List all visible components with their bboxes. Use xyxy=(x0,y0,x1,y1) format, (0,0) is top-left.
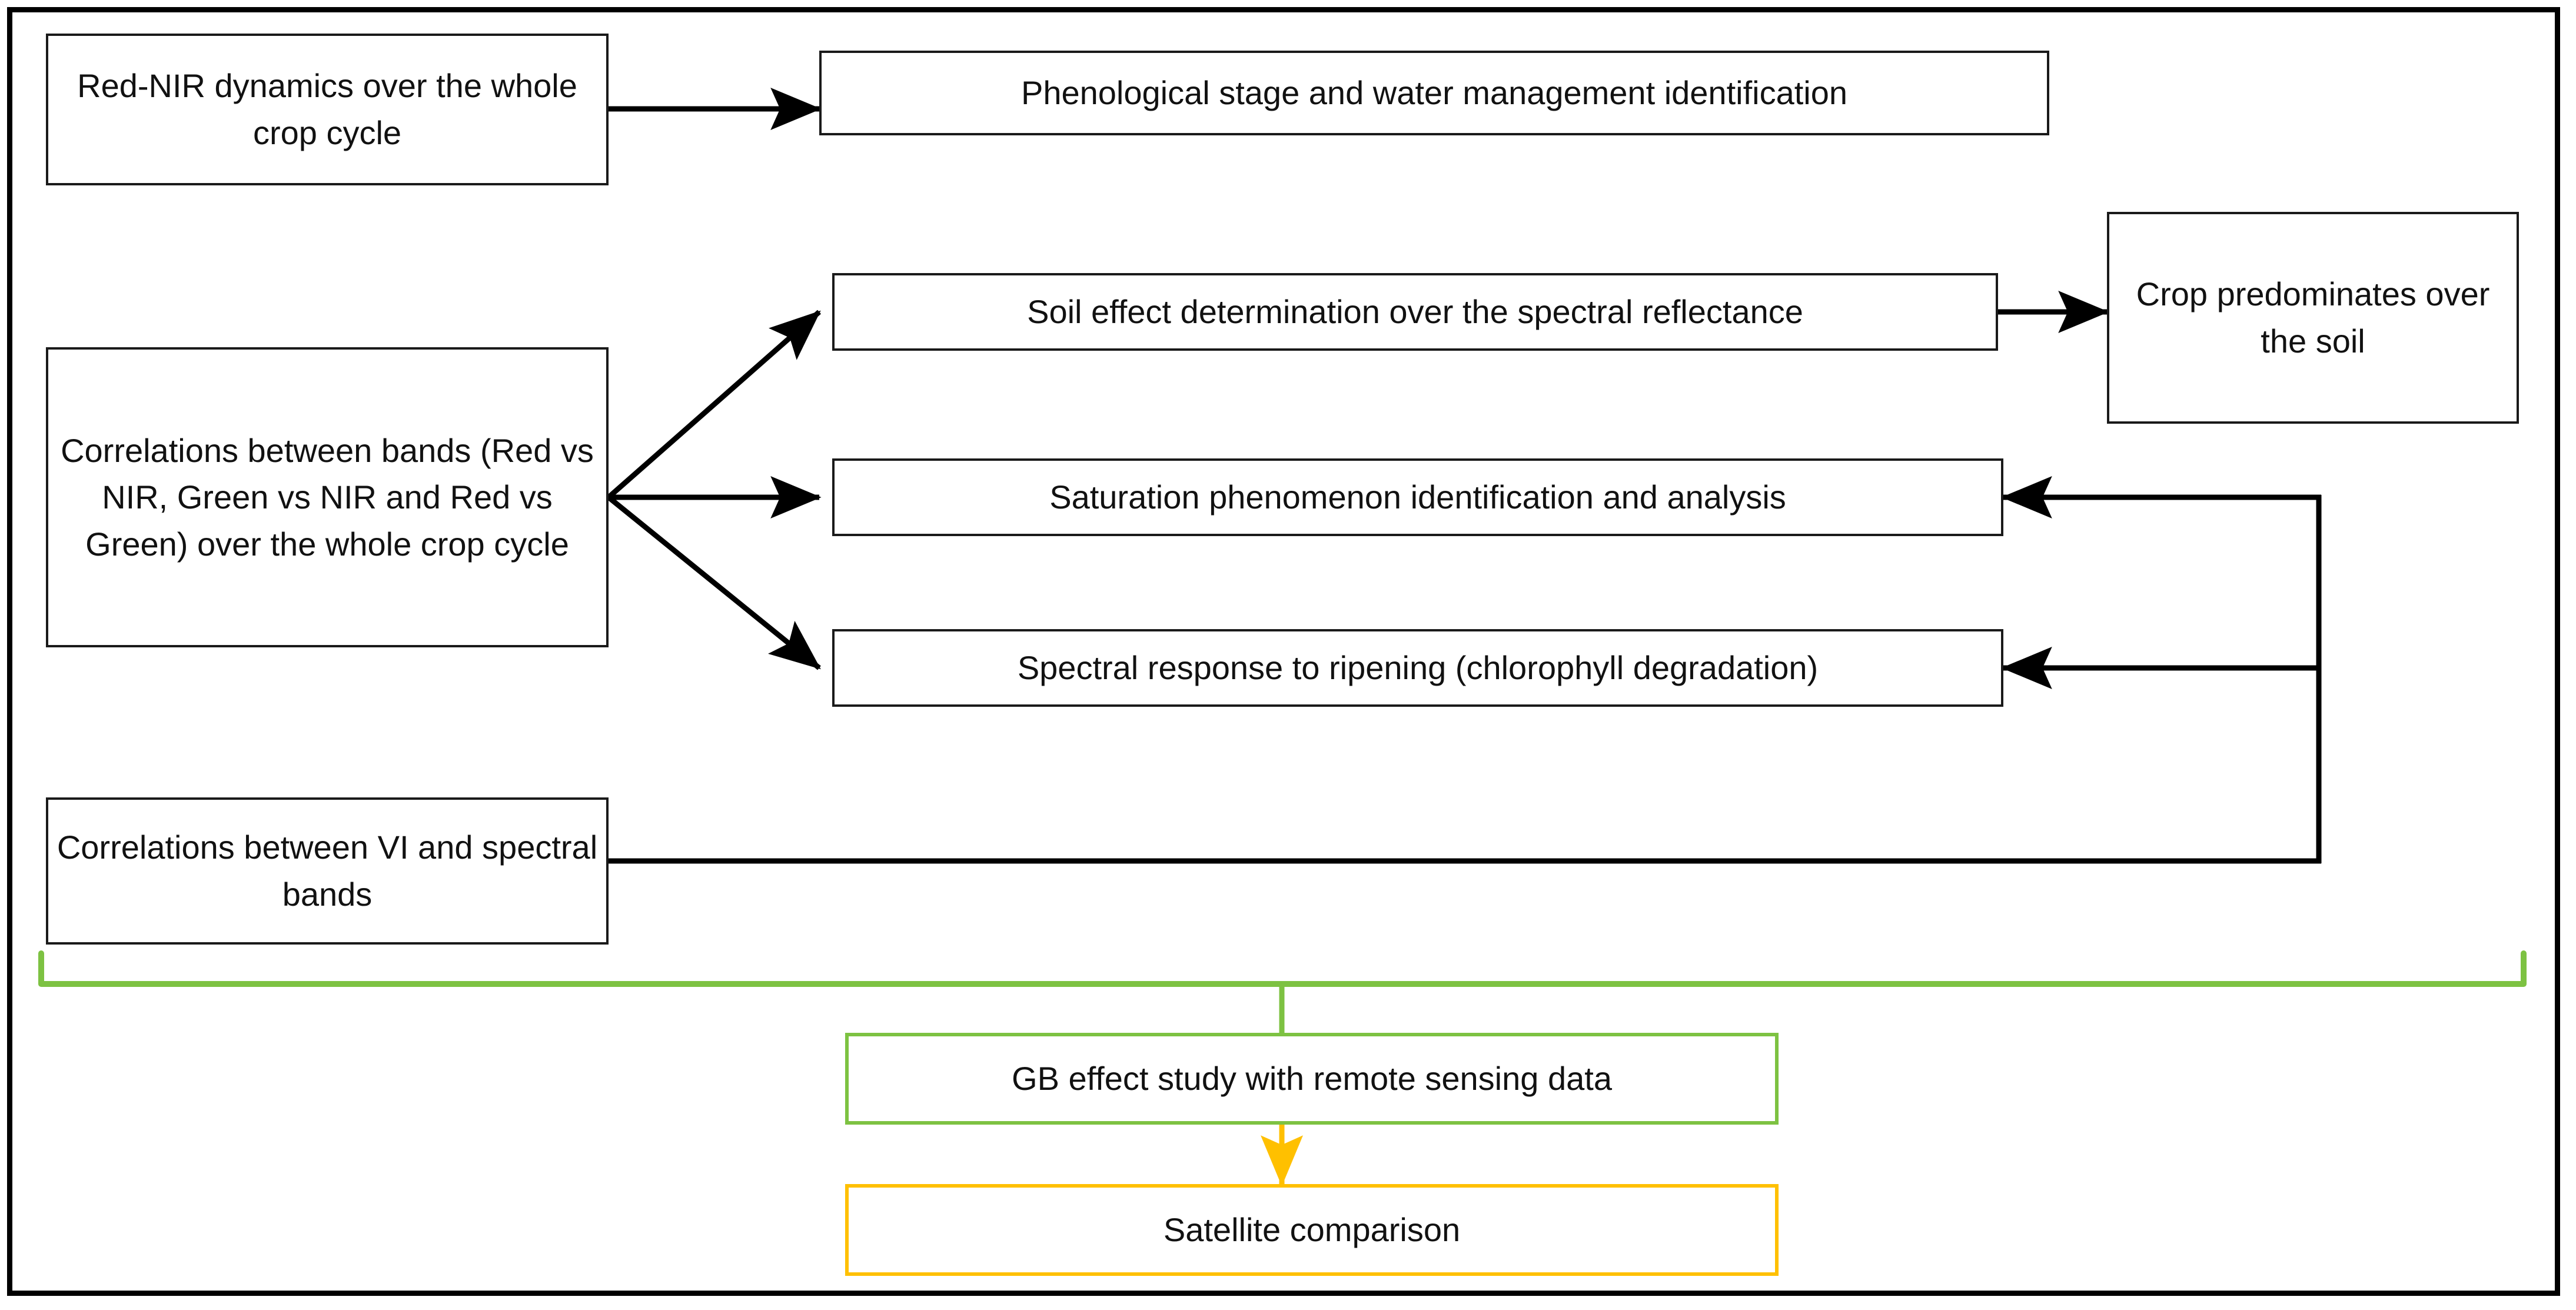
node-label: Phenological stage and water management … xyxy=(1021,74,1848,112)
node-label: Crop predominates over the soil xyxy=(2136,275,2490,360)
node-label: Satellite comparison xyxy=(1163,1211,1461,1249)
node-red-nir-dynamics[interactable]: Red-NIR dynamics over the whole crop cyc… xyxy=(46,34,609,185)
node-label: Soil effect determination over the spect… xyxy=(1027,293,1803,331)
node-saturation-phenomenon[interactable]: Saturation phenomenon identification and… xyxy=(832,458,2003,536)
node-satellite-comparison[interactable]: Satellite comparison xyxy=(845,1184,1779,1276)
node-correlations-vi-bands[interactable]: Correlations between VI and spectral ban… xyxy=(46,797,609,945)
node-soil-effect-determination[interactable]: Soil effect determination over the spect… xyxy=(832,273,1998,351)
node-label: Saturation phenomenon identification and… xyxy=(1049,478,1786,516)
node-crop-predominates[interactable]: Crop predominates over the soil xyxy=(2107,212,2519,424)
node-spectral-response-ripening[interactable]: Spectral response to ripening (chlorophy… xyxy=(832,629,2003,707)
node-label: Correlations between VI and spectral ban… xyxy=(56,829,598,913)
node-label: Red-NIR dynamics over the whole crop cyc… xyxy=(77,67,577,151)
node-gb-effect-study[interactable]: GB effect study with remote sensing data xyxy=(845,1033,1779,1125)
node-label: GB effect study with remote sensing data xyxy=(1012,1060,1612,1098)
node-label: Correlations between bands (Red vs NIR, … xyxy=(61,431,594,563)
node-phenological-stage[interactable]: Phenological stage and water management … xyxy=(819,51,2049,135)
node-correlations-between-bands[interactable]: Correlations between bands (Red vs NIR, … xyxy=(46,347,609,647)
node-label: Spectral response to ripening (chlorophy… xyxy=(1017,649,1819,687)
outer-frame-border xyxy=(7,7,2560,1296)
